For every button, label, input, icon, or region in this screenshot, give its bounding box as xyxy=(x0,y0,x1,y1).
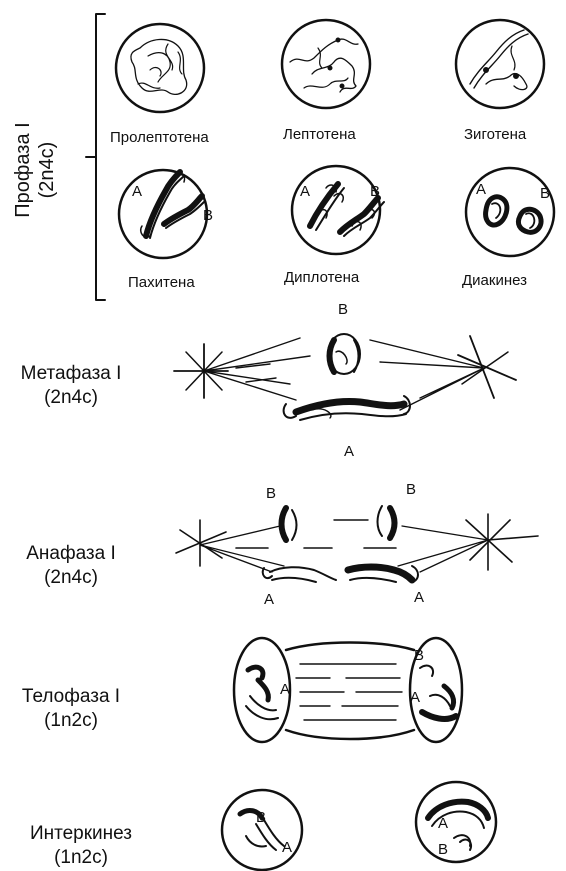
anaphase-chromosome-a-right xyxy=(348,566,418,582)
letter-a-telophase-right: A xyxy=(410,689,420,706)
letter-a-pachytene: A xyxy=(132,183,142,200)
letter-a-interkinesis-right: A xyxy=(438,815,448,832)
metaphase-bivalent-a xyxy=(284,396,410,420)
letter-b-interkinesis-left: B xyxy=(256,809,266,826)
prophase-bracket xyxy=(86,14,105,300)
letter-a-anaphase-right: A xyxy=(414,589,424,606)
interkinesis-cell-left xyxy=(222,790,302,870)
letter-b-interkinesis-right: B xyxy=(438,841,448,858)
letter-a-interkinesis-left: A xyxy=(282,839,292,856)
anaphase-chromosome-a-left xyxy=(263,567,336,582)
letter-b-metaphase: B xyxy=(338,301,348,318)
metaphase-bivalent-b xyxy=(328,334,360,374)
diplotene-cell xyxy=(292,166,384,254)
telophase-chromosomes-right xyxy=(420,666,456,719)
interkinesis-cell-right xyxy=(416,782,496,862)
zygotene-cell xyxy=(456,20,544,108)
letter-b-diakinesis: B xyxy=(540,185,550,202)
letter-b-pachytene: B xyxy=(203,207,213,224)
anaphase-spindle xyxy=(176,514,538,572)
anaphase-chromosome-b-left xyxy=(282,508,297,540)
letter-b-anaphase-right: B xyxy=(406,481,416,498)
letter-a-metaphase: A xyxy=(344,443,354,460)
proleptotene-cell xyxy=(116,24,204,112)
leptotene-cell xyxy=(282,20,370,108)
letter-b-anaphase-left: B xyxy=(266,485,276,502)
anaphase-chromosome-b-right xyxy=(378,506,395,538)
letter-a-diakinesis: A xyxy=(476,181,486,198)
letter-b-diplotene: B xyxy=(370,183,380,200)
letter-a-diplotene: A xyxy=(300,183,310,200)
letter-a-anaphase-left: A xyxy=(264,591,274,608)
letter-a-telophase-left: A xyxy=(280,681,290,698)
letter-b-telophase-right: B xyxy=(414,647,424,664)
telophase-chromosomes-left xyxy=(246,667,278,719)
